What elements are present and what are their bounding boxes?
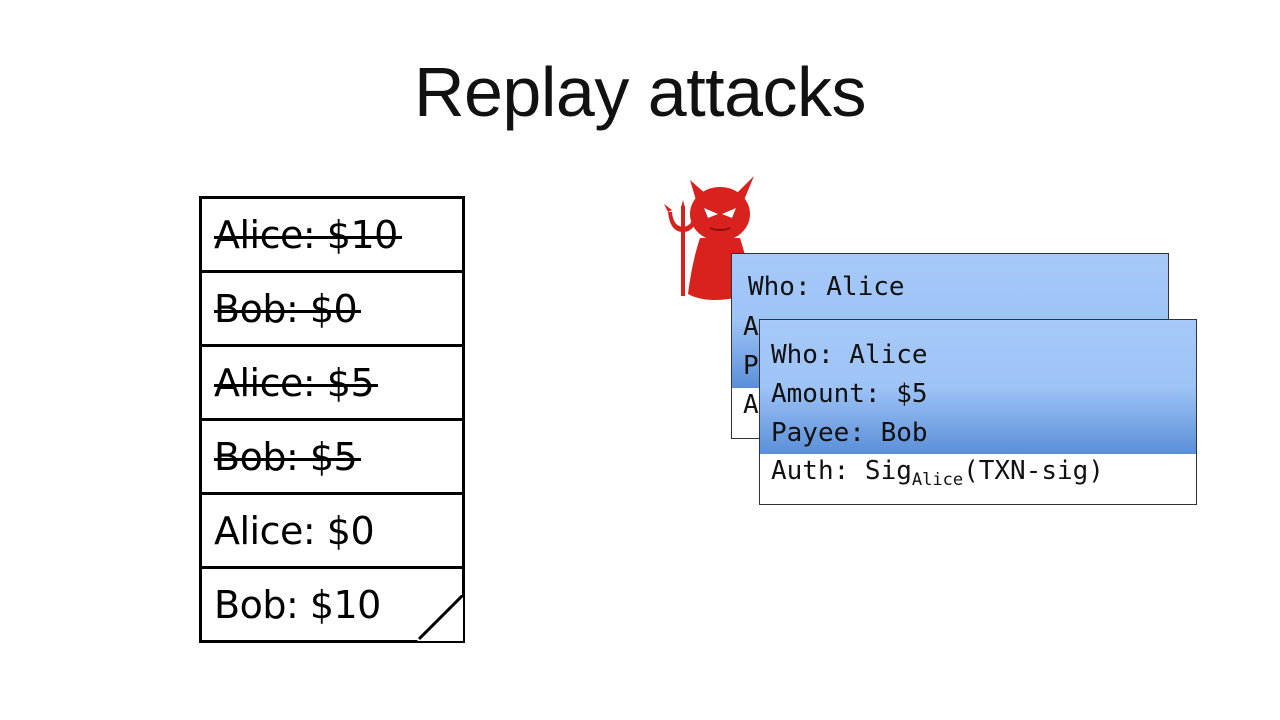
replayed-who: Who: Alice <box>771 340 928 370</box>
ledger-row: Alice: $0 <box>199 495 465 569</box>
replayed-payee: Payee: Bob <box>771 418 928 448</box>
ledger-entry: Alice: $10 <box>214 212 402 257</box>
auth-label: Auth: Sig <box>771 456 912 486</box>
ledger-table: Alice: $10 Bob: $0 Alice: $5 Bob: $5 Ali… <box>199 196 465 643</box>
auth-signer: Alice <box>911 470 964 490</box>
ledger-entry: Alice: $5 <box>214 360 379 405</box>
slide-title: Replay attacks <box>413 53 867 131</box>
original-payee-partial: P <box>743 351 759 381</box>
ledger-row: Alice: $5 <box>199 347 465 421</box>
replayed-amount: Amount: $5 <box>771 379 928 409</box>
ledger-row: Bob: $10 <box>199 569 465 643</box>
ledger-entry: Alice: $0 <box>214 508 375 553</box>
ledger-entry: Bob: $0 <box>214 286 362 331</box>
original-auth-partial: A <box>743 390 759 420</box>
ledger-row: Alice: $10 <box>199 196 465 273</box>
original-amount-partial: A <box>743 312 759 342</box>
replayed-auth: Auth: SigAlice(TXN-sig) <box>771 456 1104 490</box>
ledger-row: Bob: $0 <box>199 273 465 347</box>
ledger-entry: Bob: $10 <box>214 582 381 627</box>
page-fold-icon <box>417 595 463 641</box>
ledger-row: Bob: $5 <box>199 421 465 495</box>
original-who: Who: Alice <box>748 272 905 302</box>
auth-message: (TXN-sig) <box>963 456 1104 486</box>
ledger-entry: Bob: $5 <box>214 434 362 479</box>
replayed-transaction-card: Who: Alice Amount: $5 Payee: Bob Auth: S… <box>759 319 1197 505</box>
